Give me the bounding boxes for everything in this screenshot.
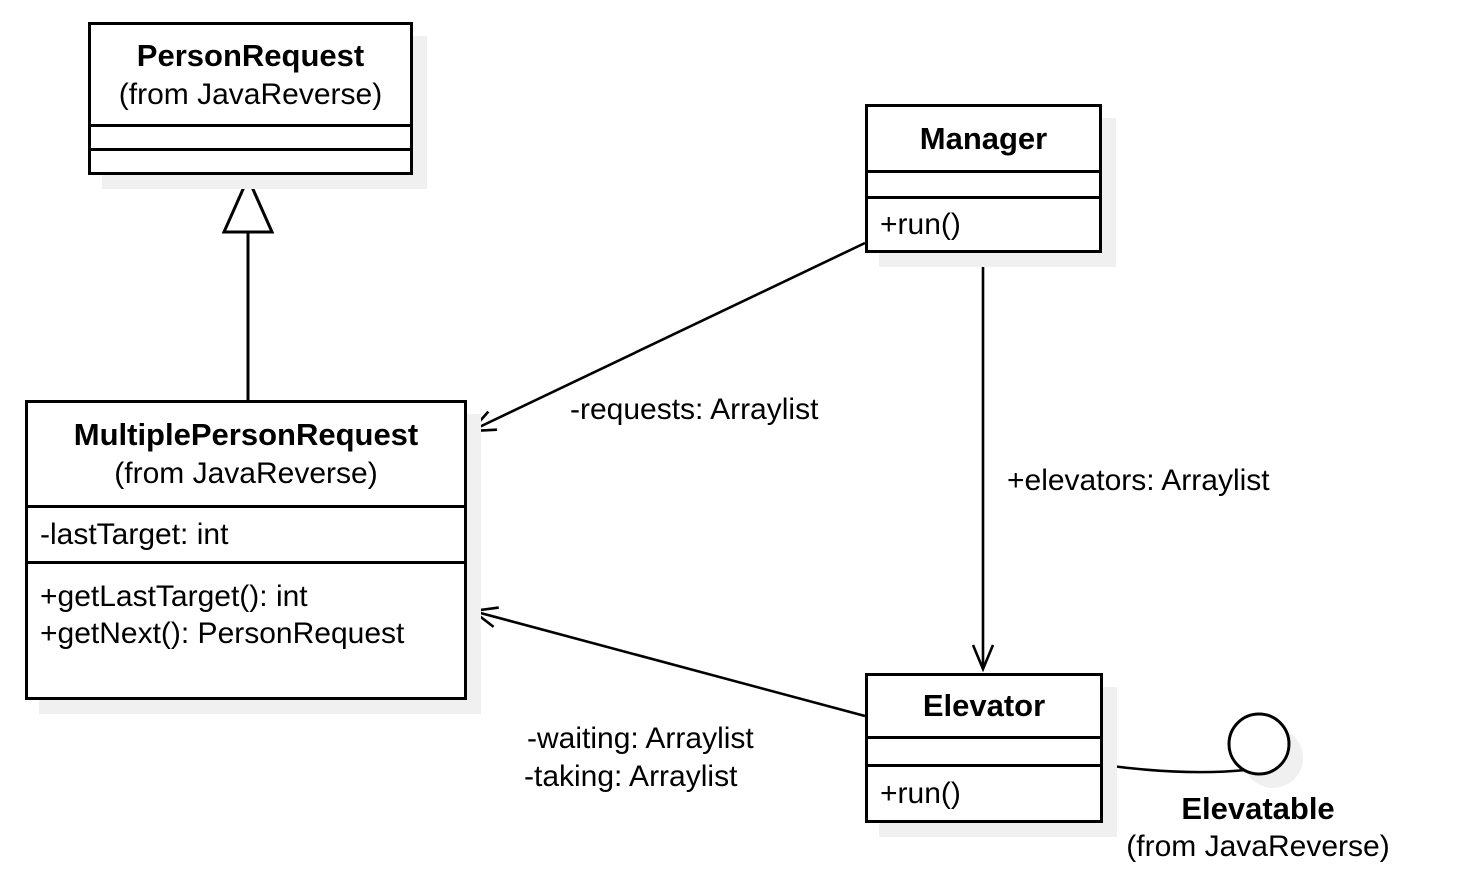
class-elevator[interactable]: Elevator +run() bbox=[865, 673, 1103, 823]
class-name: PersonRequest bbox=[136, 37, 365, 73]
class-name: Elevator bbox=[922, 688, 1046, 723]
attributes-compartment bbox=[91, 124, 410, 148]
class-multiplepersonrequest[interactable]: MultiplePersonRequest (from JavaReverse)… bbox=[25, 400, 467, 700]
attributes-compartment bbox=[868, 736, 1100, 764]
operation: +getNext(): PersonRequest bbox=[40, 617, 405, 650]
class-manager-title: Manager bbox=[868, 107, 1099, 170]
class-manager[interactable]: Manager +run() bbox=[865, 104, 1102, 253]
operations-compartment: +run() bbox=[868, 196, 1099, 250]
association-label-taking: -taking: Arraylist bbox=[524, 760, 738, 793]
class-name: MultiplePersonRequest bbox=[73, 417, 419, 452]
interface-elevatable-label: Elevatable (from JavaReverse) bbox=[1100, 790, 1416, 866]
association-label-waiting: -waiting: Arraylist bbox=[527, 722, 754, 755]
class-package: (from JavaReverse) bbox=[114, 457, 378, 490]
attributes-compartment bbox=[868, 170, 1099, 196]
class-personrequest[interactable]: PersonRequest (from JavaReverse) bbox=[88, 22, 413, 175]
attributes-compartment: -lastTarget: int bbox=[28, 505, 464, 561]
association-label-requests: -requests: Arraylist bbox=[570, 393, 819, 426]
interface-name: Elevatable bbox=[1181, 791, 1335, 826]
class-elevator-title: Elevator bbox=[868, 676, 1100, 736]
operations-compartment bbox=[91, 148, 410, 172]
realization-line bbox=[1103, 763, 1247, 774]
class-package: (from JavaReverse) bbox=[118, 77, 383, 111]
interface-lollipop-icon[interactable] bbox=[1227, 712, 1291, 776]
operation: +getLastTarget(): int bbox=[40, 580, 308, 613]
association-queues-line bbox=[469, 606, 866, 718]
operation: +run() bbox=[880, 208, 961, 241]
interface-package: (from JavaReverse) bbox=[1126, 830, 1390, 863]
class-name: Manager bbox=[919, 120, 1048, 156]
operations-compartment: +run() bbox=[868, 764, 1100, 820]
class-multiplepersonrequest-title: MultiplePersonRequest (from JavaReverse) bbox=[28, 403, 464, 505]
class-personrequest-title: PersonRequest (from JavaReverse) bbox=[91, 25, 410, 124]
operations-compartment: +getLastTarget(): int +getNext(): Person… bbox=[28, 561, 464, 697]
association-requests-line bbox=[467, 241, 866, 433]
operation: +run() bbox=[880, 777, 961, 810]
generalization-triangle bbox=[221, 174, 275, 234]
attribute: -lastTarget: int bbox=[40, 518, 229, 551]
association-label-elevators: +elevators: Arraylist bbox=[1007, 464, 1270, 497]
